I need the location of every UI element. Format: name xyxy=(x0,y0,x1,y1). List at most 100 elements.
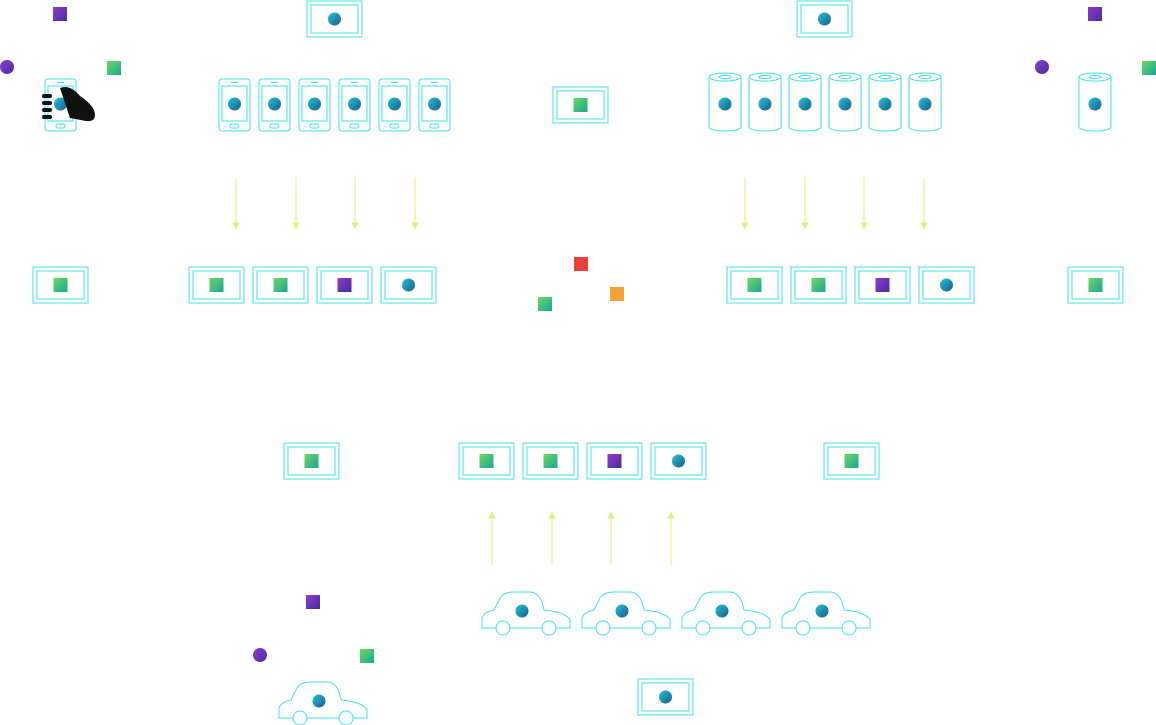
server-box-icon xyxy=(1067,266,1124,304)
green-square xyxy=(543,454,558,468)
green-square xyxy=(844,454,859,468)
purple-square xyxy=(337,278,352,292)
car-icon xyxy=(278,681,368,725)
model-dot xyxy=(228,97,241,111)
server-box-icon xyxy=(380,266,437,304)
green-square xyxy=(304,454,319,468)
cylinder-icon xyxy=(748,72,782,132)
model-dot xyxy=(838,97,852,111)
purple-square xyxy=(306,595,320,609)
green-square xyxy=(1142,61,1156,75)
server-box-icon xyxy=(796,0,853,38)
model-dot xyxy=(815,604,829,618)
green-square xyxy=(209,278,224,292)
green-square xyxy=(538,297,552,311)
phone-icon xyxy=(338,78,371,132)
server-box-icon xyxy=(458,442,515,480)
wheel xyxy=(841,620,857,636)
server-box-icon xyxy=(790,266,847,304)
model-dot xyxy=(268,97,281,111)
green-square xyxy=(53,278,68,292)
wheel xyxy=(541,620,557,636)
cylinder-icon xyxy=(868,72,902,132)
model-dot xyxy=(918,97,932,111)
server-box-icon xyxy=(854,266,911,304)
car-icon xyxy=(681,591,771,636)
model-dot xyxy=(312,694,326,708)
model-dot xyxy=(388,97,401,111)
server-box-icon xyxy=(522,442,579,480)
cylinder-icon xyxy=(708,72,742,132)
red-square xyxy=(574,257,588,271)
cylinder-icon xyxy=(828,72,862,132)
server-box-icon xyxy=(552,86,609,124)
green-square xyxy=(107,61,121,75)
model-dot xyxy=(715,604,729,618)
server-box-icon xyxy=(726,266,783,304)
model-dot xyxy=(672,454,685,468)
model-dot xyxy=(348,97,361,111)
purple-square xyxy=(607,454,622,468)
wheel xyxy=(795,620,811,636)
car-icon xyxy=(581,591,671,636)
server-box-icon xyxy=(316,266,373,304)
green-square xyxy=(360,649,374,663)
wheel xyxy=(695,620,711,636)
model-dot xyxy=(515,604,529,618)
model-dot xyxy=(940,278,953,292)
cylinder-icon xyxy=(908,72,942,132)
phone-icon xyxy=(378,78,411,132)
model-dot xyxy=(402,278,415,292)
wheel xyxy=(741,620,757,636)
cylinder-icon xyxy=(1078,72,1112,132)
purple-square xyxy=(1088,7,1102,21)
purple-circle xyxy=(253,648,267,662)
server-box-icon xyxy=(306,0,363,38)
phone-icon xyxy=(218,78,251,132)
car-icon xyxy=(781,591,871,636)
orange-square xyxy=(610,287,624,301)
server-box-icon xyxy=(637,678,694,716)
cylinder-icon xyxy=(788,72,822,132)
wheel xyxy=(641,620,657,636)
server-box-icon xyxy=(252,266,309,304)
model-dot xyxy=(615,604,629,618)
purple-square xyxy=(875,278,890,292)
model-dot xyxy=(758,97,772,111)
model-dot xyxy=(428,97,441,111)
server-box-icon xyxy=(283,442,340,480)
model-dot xyxy=(1088,97,1102,111)
model-dot xyxy=(54,97,67,111)
purple-circle xyxy=(1035,60,1049,74)
model-dot xyxy=(328,12,341,26)
green-square xyxy=(273,278,288,292)
wheel xyxy=(338,710,354,725)
green-square xyxy=(747,278,762,292)
wheel xyxy=(292,710,308,725)
phone-icon xyxy=(298,78,331,132)
server-box-icon xyxy=(918,266,975,304)
model-dot xyxy=(878,97,892,111)
model-dot xyxy=(308,97,321,111)
purple-square xyxy=(53,7,67,21)
green-square xyxy=(1088,278,1103,292)
model-dot xyxy=(718,97,732,111)
green-square xyxy=(479,454,494,468)
phone-icon xyxy=(418,78,451,132)
purple-circle xyxy=(0,60,14,74)
phone-icon xyxy=(258,78,291,132)
server-box-icon xyxy=(586,442,643,480)
wheel xyxy=(595,620,611,636)
wheel xyxy=(495,620,511,636)
server-box-icon xyxy=(32,266,89,304)
hand-holding-phone-icon xyxy=(42,87,95,122)
model-dot xyxy=(659,690,672,704)
model-dot xyxy=(798,97,812,111)
server-box-icon xyxy=(188,266,245,304)
model-dot xyxy=(818,12,831,26)
car-icon xyxy=(481,591,571,636)
green-square xyxy=(811,278,826,292)
server-box-icon xyxy=(823,442,880,480)
